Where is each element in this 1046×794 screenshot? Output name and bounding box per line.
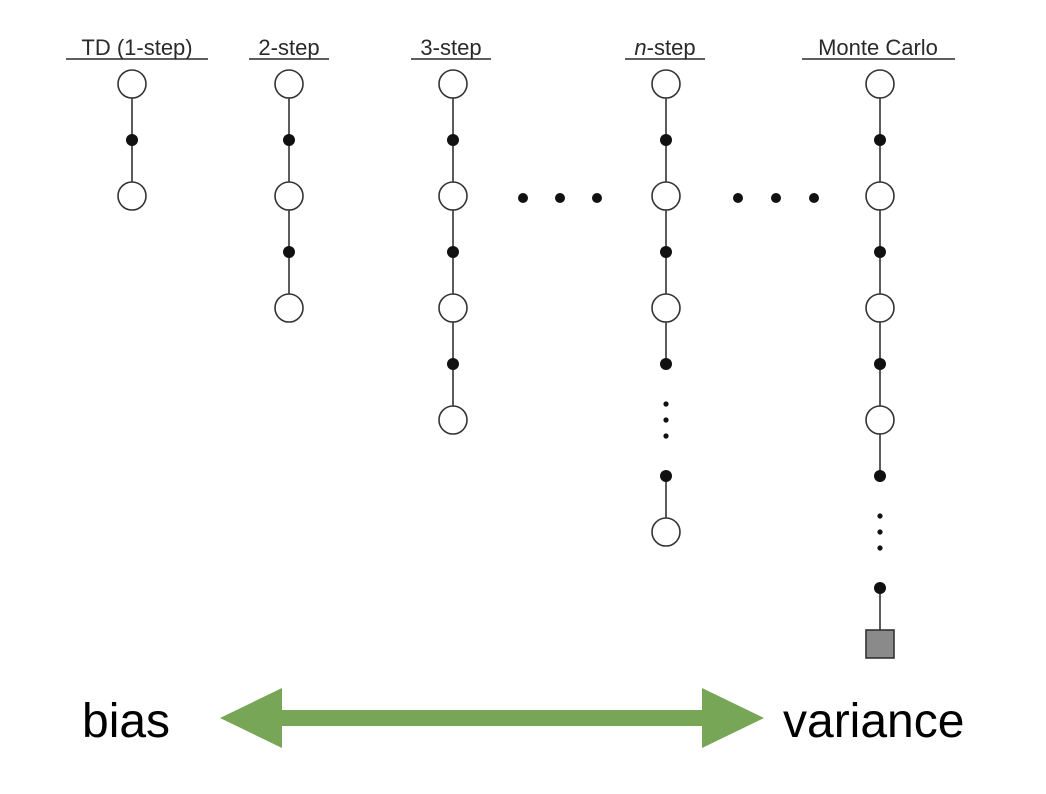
title-monte-carlo: Monte Carlo <box>818 35 938 60</box>
chain-monte-carlo <box>865 69 895 659</box>
state-node <box>117 69 147 99</box>
state-node <box>865 293 895 323</box>
state-node <box>651 293 681 323</box>
state-node <box>438 293 468 323</box>
action-node <box>447 358 459 370</box>
title-3-step: 3-step <box>420 35 481 60</box>
state-node <box>865 181 895 211</box>
action-node <box>447 134 459 146</box>
bias-variance-tradeoff: bias variance <box>82 688 964 748</box>
state-node <box>274 181 304 211</box>
state-node <box>438 405 468 435</box>
chain-n-step <box>651 69 681 547</box>
ellipsis-dot <box>592 193 602 203</box>
action-node <box>660 246 672 258</box>
action-node <box>447 246 459 258</box>
ellipsis-dot <box>733 193 743 203</box>
bias-label: bias <box>82 695 170 748</box>
state-node <box>865 69 895 99</box>
action-node <box>874 470 886 482</box>
double-headed-arrow <box>220 688 764 748</box>
vertical-ellipsis-dot <box>877 545 883 551</box>
chain-2-step <box>274 69 304 323</box>
ellipsis-dot <box>809 193 819 203</box>
state-node <box>651 517 681 547</box>
vertical-ellipsis-dot <box>663 401 669 407</box>
state-node <box>117 181 147 211</box>
state-node <box>438 69 468 99</box>
ellipsis-between-n-and-mc <box>733 193 819 203</box>
action-node <box>874 246 886 258</box>
state-node <box>274 293 304 323</box>
terminal-state <box>865 629 895 659</box>
state-node <box>274 69 304 99</box>
title-2-step: 2-step <box>258 35 319 60</box>
action-node <box>660 358 672 370</box>
ellipsis-between-3-and-n <box>518 193 602 203</box>
variance-label: variance <box>783 695 964 748</box>
action-node <box>660 470 672 482</box>
chain-3-step <box>438 69 468 435</box>
ellipsis-dot <box>771 193 781 203</box>
chain-td-1-step <box>117 69 147 211</box>
state-node <box>438 181 468 211</box>
vertical-ellipsis-dot <box>663 417 669 423</box>
ellipsis-dot <box>555 193 565 203</box>
action-node <box>874 358 886 370</box>
title-n-step: n-step <box>634 35 695 60</box>
state-node <box>865 405 895 435</box>
vertical-ellipsis-dot <box>663 433 669 439</box>
state-node <box>651 69 681 99</box>
title-td-1-step: TD (1-step) <box>81 35 192 60</box>
vertical-ellipsis-dot <box>877 529 883 535</box>
action-node <box>126 134 138 146</box>
action-node <box>283 246 295 258</box>
vertical-ellipsis-dot <box>877 513 883 519</box>
action-node <box>874 134 886 146</box>
state-node <box>651 181 681 211</box>
title-n-step-suffix: -step <box>647 35 696 60</box>
action-node <box>874 582 886 594</box>
backup-chains <box>117 69 895 659</box>
action-node <box>660 134 672 146</box>
action-node <box>283 134 295 146</box>
ellipsis-dot <box>518 193 528 203</box>
title-n-step-italic: n <box>634 35 646 60</box>
column-titles: TD (1-step) 2-step 3-step n-step Monte C… <box>81 35 938 60</box>
